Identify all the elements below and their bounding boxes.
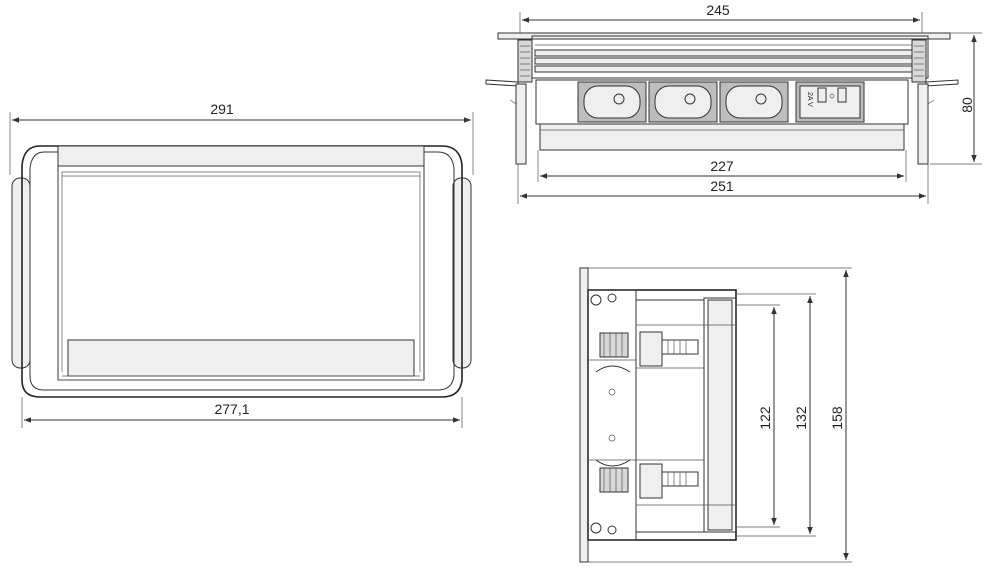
front-outer-frame (21, 145, 463, 398)
dim-158-label: 158 (829, 406, 845, 430)
top-view: 245 (485, 2, 982, 204)
dim-227-label: 227 (710, 158, 734, 174)
side-view: 122 132 158 (579, 267, 852, 563)
side-flange (579, 267, 589, 563)
socket-3 (719, 81, 789, 123)
front-view: 291 277,1 (9, 101, 474, 428)
usb-module-label: 2A V (806, 92, 813, 107)
socket-1 (577, 81, 647, 123)
front-lid-top-band (57, 145, 425, 167)
dim-80-label: 80 (959, 97, 975, 113)
dim-122-label: 122 (757, 406, 773, 430)
dim-291-label: 291 (210, 101, 234, 117)
usb-module: 2A V (795, 81, 865, 123)
dim-277-label: 277,1 (214, 401, 249, 417)
socket-2 (648, 81, 718, 123)
front-bottom-strip (67, 339, 415, 377)
dim-245-label: 245 (706, 2, 730, 18)
front-left-lug (11, 177, 31, 369)
dim-251-label: 251 (710, 178, 734, 194)
dim-132-label: 132 (793, 406, 809, 430)
